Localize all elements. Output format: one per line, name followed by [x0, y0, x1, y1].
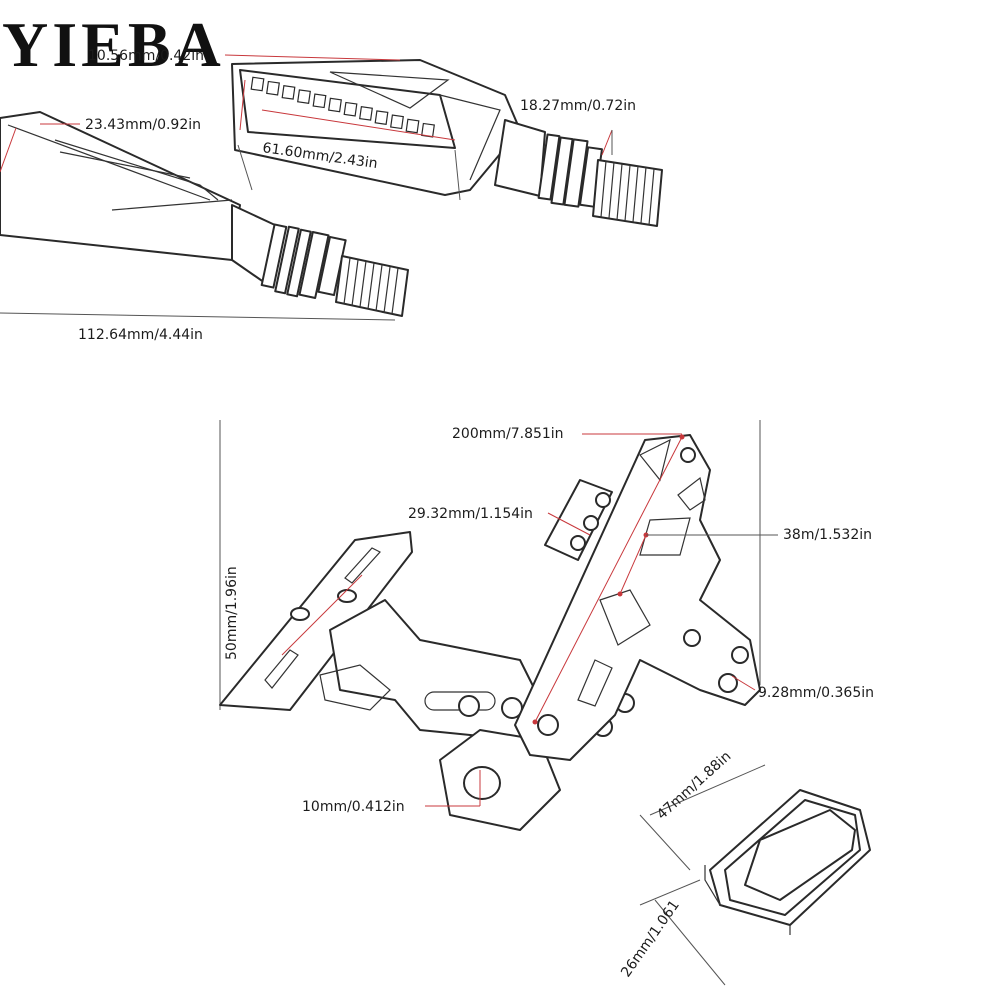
dim-label-width: 23.43mm/0.92in [85, 117, 201, 133]
dim-leader-lens [261, 109, 456, 141]
led-row [250, 76, 435, 138]
dim-label-reflector-width: 26mm/1.061 [618, 897, 683, 980]
indicator-right-drawing [231, 59, 663, 227]
led-cell [312, 93, 327, 109]
dim-leader-holes [547, 512, 591, 536]
led-cell [266, 80, 280, 96]
led-cell [359, 106, 373, 121]
dim-leader-thread [601, 129, 613, 156]
led-cell [281, 85, 296, 100]
led-cell [328, 97, 342, 113]
dim-label-plate: 50mm/1.96in [224, 566, 240, 660]
led-cell [405, 118, 420, 134]
dim-label-holes: 29.32mm/1.154in [408, 506, 533, 522]
dim-label-arm: 38m/1.532in [783, 527, 872, 543]
dim-label-total: 200mm/7.851in [452, 426, 564, 442]
dim-leader-small-hole [731, 675, 756, 691]
dim-label-small-hole: 9.28mm/0.365in [758, 685, 874, 701]
swing-arm [329, 599, 541, 741]
dim-label-reflector-length: 47mm/1.88in [654, 748, 734, 823]
dim-label-thread: 18.27mm/0.72in [520, 98, 636, 114]
main-bar [514, 434, 761, 761]
dim-line-length [0, 312, 396, 321]
led-cell [297, 89, 311, 104]
license-bracket-drawing [219, 420, 761, 831]
dim-leader-arm [619, 534, 647, 595]
dim-ext-reflector-length [639, 814, 691, 871]
led-cell [390, 114, 404, 130]
led-cell [374, 110, 389, 125]
led-cell [343, 101, 358, 117]
dim-leader-total [534, 436, 683, 723]
reflector-drawing [704, 789, 871, 935]
dim-label-mount-hole: 10mm/0.412in [302, 799, 405, 815]
dim-label-top: 10.56mm/0.42in [88, 48, 204, 64]
indicator-left-drawing [0, 111, 409, 317]
dim-label-length: 112.64mm/4.44in [78, 327, 203, 343]
led-cell [250, 76, 265, 92]
brand-logo: YIEBA [2, 9, 225, 80]
dim-leader-plate [281, 574, 363, 656]
dim-leader-top [224, 54, 401, 61]
